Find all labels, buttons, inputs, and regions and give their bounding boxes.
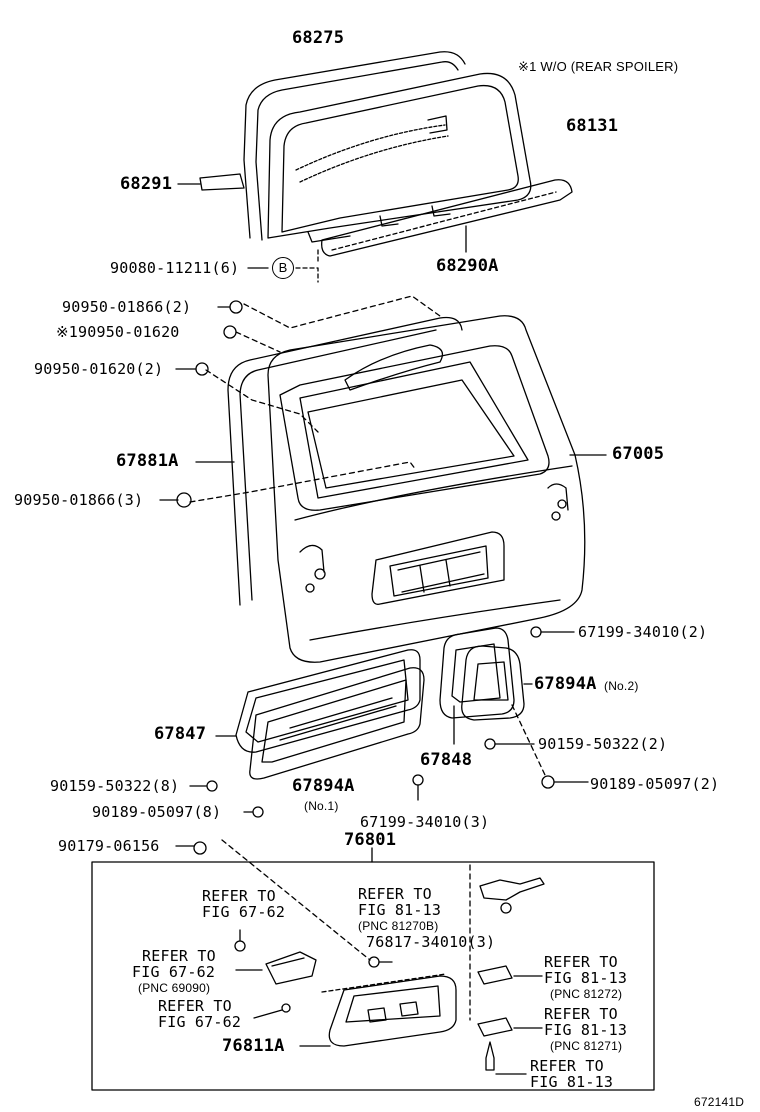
part-label-90189-05097-2[interactable]: 90189-05097(2)	[590, 775, 720, 793]
reference-line-3: (PNC 81272)	[550, 987, 623, 1001]
reference-line-2: FIG 67-62	[132, 963, 216, 981]
board-67894A-no2	[461, 645, 533, 721]
reference-fig-81-13-pnc-81270b[interactable]: REFER TO FIG 81-13 (PNC 81270B)	[358, 886, 441, 934]
part-label-67199-34010-3[interactable]: 67199-34010(3)	[360, 813, 490, 831]
reference-line-1: REFER TO	[202, 887, 276, 905]
part-label-68291[interactable]: 68291	[120, 174, 173, 194]
part-label-90159-50322-2[interactable]: 90159-50322(2)	[538, 735, 668, 753]
part-label-68131[interactable]: 68131	[566, 116, 619, 136]
part-label-90950-01866-3[interactable]: 90950-01866(3)	[14, 491, 144, 509]
guide-lines	[189, 295, 546, 1021]
part-label-67199-34010-2[interactable]: 67199-34010(2)	[578, 623, 708, 641]
strip-68290A	[321, 179, 573, 257]
reference-line-1: REFER TO	[544, 1005, 618, 1023]
part-label-67894A-no2-tag: (No.2)	[604, 679, 639, 693]
reference-marker-b: B	[272, 257, 294, 279]
reference-fig-67-62-pnc-69090[interactable]: REFER TO FIG 67-62 (PNC 69090)	[132, 948, 216, 996]
reference-line-1: REFER TO	[158, 997, 232, 1015]
diagram-code: 672141D	[694, 1095, 745, 1109]
part-label-67848[interactable]: 67848	[420, 750, 473, 770]
leader-90080	[247, 249, 319, 283]
weatherstrip-68275	[243, 51, 466, 241]
back-door-67005	[267, 315, 607, 663]
part-label-68290A[interactable]: 68290A	[436, 256, 499, 276]
part-label-90080-11211[interactable]: 90080-11211(6)	[110, 259, 240, 277]
switch-parts	[477, 877, 545, 1075]
trim-67848	[439, 627, 515, 745]
reference-line-1: REFER TO	[544, 953, 618, 971]
reference-line-2: FIG 67-62	[202, 903, 286, 921]
lock-assembly	[234, 929, 393, 1019]
reference-line-3: (PNC 69090)	[138, 981, 211, 995]
trim-67847	[215, 649, 421, 753]
reference-line-1: REFER TO	[358, 885, 432, 903]
reference-fig-67-62-a[interactable]: REFER TO FIG 67-62	[202, 888, 285, 920]
variant-note: ※1 W/O (REAR SPOILER)	[518, 59, 679, 74]
reference-line-2: FIG 81-13	[358, 901, 442, 919]
garnish-76811A	[299, 973, 457, 1047]
part-label-90950-01866-2[interactable]: 90950-01866(2)	[62, 298, 192, 316]
part-label-90950-01620-x1[interactable]: ※190950-01620	[56, 323, 180, 341]
part-label-67894A-no1[interactable]: 67894A	[292, 776, 355, 796]
part-label-68275[interactable]: 68275	[292, 28, 345, 48]
reference-fig-81-13-pnc-81272[interactable]: REFER TO FIG 81-13 (PNC 81272)	[544, 954, 627, 1002]
part-label-67005[interactable]: 67005	[612, 444, 665, 464]
reference-fig-81-13-c[interactable]: REFER TO FIG 81-13	[530, 1058, 613, 1090]
board-67894A-no1	[249, 667, 425, 780]
reference-line-2: FIG 81-13	[544, 1021, 628, 1039]
part-label-67881A[interactable]: 67881A	[116, 451, 179, 471]
part-label-90159-50322-8[interactable]: 90159-50322(8)	[50, 777, 180, 795]
fasteners-upper	[159, 300, 243, 508]
reference-line-2: FIG 81-13	[544, 969, 628, 987]
part-label-76811A[interactable]: 76811A	[222, 1036, 285, 1056]
part-label-67847[interactable]: 67847	[154, 724, 207, 744]
part-label-76817-34010-3[interactable]: 76817-34010(3)	[366, 933, 496, 951]
part-label-67894A-no1-tag: (No.1)	[304, 799, 339, 813]
seal-67881A	[195, 316, 463, 606]
reference-fig-67-62-b[interactable]: REFER TO FIG 67-62	[158, 998, 241, 1030]
reference-line-3: (PNC 81270B)	[358, 919, 439, 933]
part-label-90179-06156[interactable]: 90179-06156	[58, 837, 160, 855]
reference-line-1: REFER TO	[530, 1057, 604, 1075]
fasteners-lower	[175, 626, 589, 855]
part-label-90189-05097-8[interactable]: 90189-05097(8)	[92, 803, 222, 821]
box-76801	[91, 847, 655, 1091]
part-label-76801[interactable]: 76801	[344, 830, 397, 850]
back-glass-68131	[267, 72, 532, 243]
reference-line-2: FIG 81-13	[530, 1073, 614, 1091]
reference-line-2: FIG 67-62	[158, 1013, 242, 1031]
reference-line-1: REFER TO	[142, 947, 216, 965]
reference-fig-81-13-pnc-81271[interactable]: REFER TO FIG 81-13 (PNC 81271)	[544, 1006, 627, 1054]
part-label-67894A-no2[interactable]: 67894A	[534, 674, 597, 694]
part-label-90950-01620-2[interactable]: 90950-01620(2)	[34, 360, 164, 378]
molding-68291	[177, 173, 245, 191]
reference-line-3: (PNC 81271)	[550, 1039, 623, 1053]
